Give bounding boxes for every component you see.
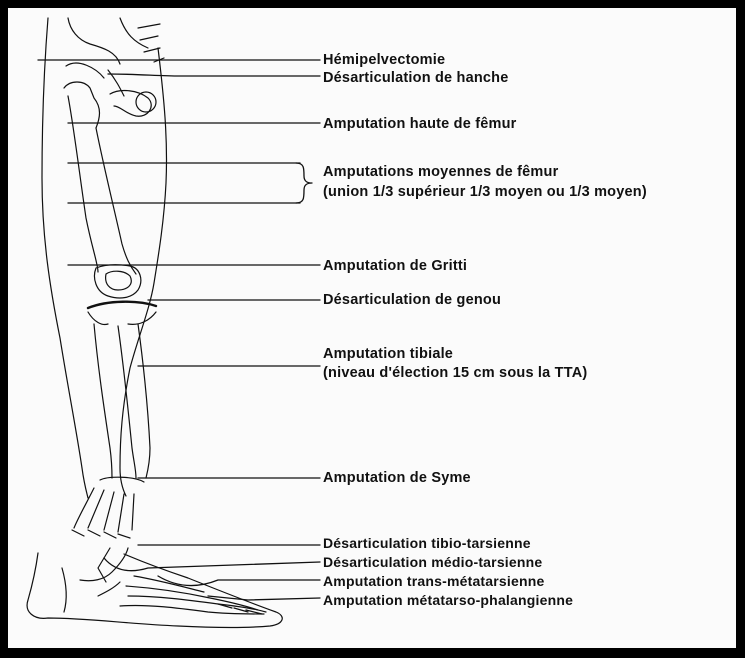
label-desarticulation-genou: Désarticulation de genou: [323, 292, 501, 309]
pelvis-bones: [68, 18, 164, 116]
leg-outline: [42, 18, 167, 498]
leader-desart-hanche: [108, 74, 320, 76]
label-amputation-haute-femur: Amputation haute de fêmur: [323, 116, 517, 133]
label-amputation-trans-metatarsienne: Amputation trans-métatarsienne: [323, 573, 544, 590]
label-amputation-tibiale-detail: (niveau d'élection 15 cm sous la TTA): [323, 365, 587, 382]
label-amputation-syme: Amputation de Syme: [323, 470, 471, 487]
bracket-amp-moyennes: [296, 163, 312, 203]
label-desarticulation-medio-tarsienne: Désarticulation médio-tarsienne: [323, 554, 542, 571]
side-foot-bones: [27, 548, 282, 628]
label-amputation-metatarso-phalangienne: Amputation métatarso-phalangienne: [323, 592, 573, 609]
label-amputations-moyennes-detail: (union 1/3 supérieur 1/3 moyen ou 1/3 mo…: [323, 184, 647, 201]
leader-amp-metatarso: [208, 596, 320, 600]
label-desarticulation-hanche: Désarticulation de hanche: [323, 70, 509, 87]
leg-anatomy-illustration: [8, 8, 736, 648]
front-foot-bones: [72, 477, 144, 538]
diagram-frame: Hémipelvectomie Désarticulation de hanch…: [8, 8, 736, 648]
leader-desart-medio: [104, 558, 320, 571]
label-amputation-tibiale: Amputation tibiale: [323, 346, 453, 363]
label-hemipelvectomie: Hémipelvectomie: [323, 52, 445, 69]
tibia-fibula-bones: [94, 324, 150, 478]
leader-amp-trans: [158, 576, 320, 586]
label-amputation-gritti: Amputation de Gritti: [323, 258, 467, 275]
label-amputations-moyennes-femur: Amputations moyennes de fêmur: [323, 164, 558, 181]
label-desarticulation-tibio-tarsienne: Désarticulation tibio-tarsienne: [323, 535, 531, 552]
leader-lines: [38, 60, 320, 600]
